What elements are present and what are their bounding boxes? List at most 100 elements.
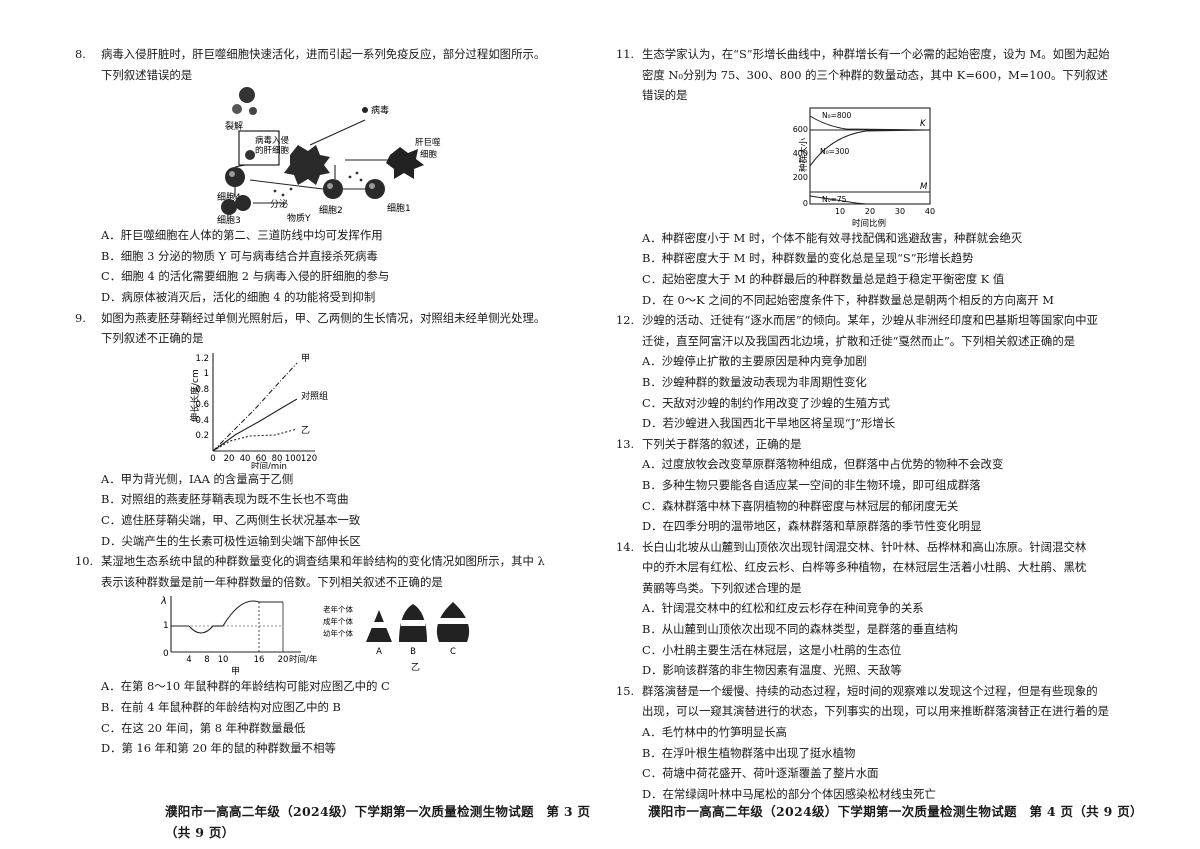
question-number: 11.: [616, 47, 635, 61]
option-b: B．从山麓到山顶依次出现不同的森林类型，是群落的垂直结构: [642, 622, 958, 637]
flow-arrows: [234, 119, 390, 204]
question-9: 9.如图为燕麦胚芽鞘经过单侧光照射后，甲、乙两侧的生长情况，对照组未经单侧光处理…: [75, 308, 575, 552]
question-number: 14.: [616, 539, 635, 554]
question-stem-cont: 黄鹂等鸟类。下列叙述合理的是: [642, 580, 802, 595]
y-tick: 0.2: [195, 431, 209, 441]
series-n800-line: [809, 115, 931, 131]
series-yi-label: 乙: [301, 425, 310, 436]
option-c: C．在这 20 年间，第 8 年种群数量最低: [101, 720, 306, 735]
y-tick: 400: [793, 149, 808, 158]
option-c: C．起始密度大于 M 的种群最后的种群数量总是趋于稳定平衡密度 K 值: [642, 271, 1005, 286]
question-stem-cont: 表示该种群数量是前一年种群数量的倍数。下列相关叙述不正确的是: [101, 574, 443, 589]
chart-jia-caption: 甲: [231, 666, 240, 676]
old-label: 老年个体: [323, 604, 353, 614]
y-ticks: 1.2 1 0.8 0.6 0.4 0.2: [195, 354, 209, 441]
question-12: 12.沙蝗的活动、迁徙有“逐水而居”的倾向。某年，沙蝗从非洲经印度和巴基斯坦等国…: [616, 310, 1116, 434]
pyramid-c: [436, 602, 470, 643]
infected-liver-cell-icon: [238, 130, 280, 166]
lambda-label: λ: [161, 596, 167, 607]
young-label: 幼年个体: [323, 628, 353, 638]
question-stem: 病毒入侵肝脏时，肝巨噬细胞快速活化，进而引起一系列免疫反应，部分过程如图所示。: [101, 47, 546, 61]
option-a: A．种群密度小于 M 时，个体不能有效寻找配偶和逃避敌害，种群就会绝灭: [642, 230, 1023, 245]
option-b: B．沙蝗种群的数量波动表现为非周期性变化: [642, 374, 867, 389]
lambda-rise: [222, 600, 260, 627]
question-10: 10.某湿地生态系统中鼠的种群数量变化的调查结果和年龄结构的变化情况如图所示，其…: [75, 551, 575, 759]
pyramid-a: [366, 610, 392, 643]
left-page: 8. 病毒入侵肝脏时，肝巨噬细胞快速活化，进而引起一系列免疫反应，部分过程如图所示…: [75, 47, 591, 840]
series-n800-label: N₀=800: [822, 111, 851, 120]
x-tick: 40: [240, 454, 251, 464]
y-tick: 600: [793, 125, 808, 134]
question-stem-cont: 出现，可以一窥其演替进行的状态，下列事实的出现，可以用来推断群落演替正在进行着的…: [642, 704, 1110, 719]
kupffer-label-1: 肝巨噬: [415, 137, 441, 148]
lambda-x-ticks: 4 8 10 16 20: [186, 655, 288, 665]
immune-diagram: 裂解 病毒入侵 的肝细胞 病毒: [217, 87, 441, 226]
x-tick: 10: [218, 655, 229, 665]
lysis-label: 裂解: [225, 120, 243, 132]
kupffer-cell-icon: [386, 147, 424, 180]
lambda-zero: 0: [163, 649, 169, 659]
y-axis-label: 种群大小: [798, 137, 809, 172]
secrete-label: 分泌: [270, 198, 288, 210]
x-tick: 20: [865, 207, 875, 216]
y-axis-label: 伸长长度/cm: [189, 369, 201, 422]
cell-2-label: 细胞2: [319, 204, 343, 216]
series-jia-line: [212, 362, 298, 452]
option-c: C．天敌对沙蝗的制约作用改变了沙蝗的生殖方式: [642, 395, 890, 410]
option-c: C．小杜鹃主要生活在林冠层，这是小杜鹃的生态位: [642, 642, 902, 657]
option-a: A．过度放牧会改变草原群落物种组成，但群落中占优势的物种不会改变: [642, 457, 1004, 472]
option-d: D．在 0～K 之间的不同起始密度条件下，种群数量总是朝两个相反的方向离开 M: [642, 292, 1054, 307]
immune-response-figure: 裂解 病毒入侵 的肝细胞 病毒: [215, 85, 455, 226]
series-n300-line: [809, 129, 931, 167]
lambda-one: 1: [163, 621, 169, 631]
option-a: A．毛竹林中的竹笋明显长高: [642, 725, 787, 740]
pyramid-b: [399, 604, 427, 643]
question-11: 11. 生态学家认为，在“S”形增长曲线中，种群增长有一个必需的起始密度，设为 M…: [616, 44, 1116, 310]
question-number: 15.: [616, 683, 635, 698]
question-stem: 生态学家认为，在“S”形增长曲线中，种群增长有一个必需的起始密度，设为 M。如图…: [642, 47, 1110, 61]
y-tick: 1: [204, 369, 209, 379]
option-d: D．若沙蝗进入我国西北干旱地区将呈现“J”形增长: [642, 416, 896, 431]
question-number: 13.: [616, 436, 635, 451]
y-tick: 0.8: [195, 385, 209, 395]
y-tick: 0.4: [195, 416, 209, 426]
option-d: D．在四季分明的温带地区，森林群落和草原群落的季节性变化明显: [642, 519, 982, 534]
question-stem: 群落演替是一个缓慢、持续的动态过程，短时间的观察难以发现这个过程，但是有些现象的: [642, 683, 1098, 698]
option-b: B．种群密度大于 M 时，种群数量的变化总是呈现“S”形增长趋势: [642, 251, 974, 266]
footer-page-number: 第 3 页（共 9 页）: [165, 804, 591, 840]
x-ticks: 10 20 30 40: [835, 207, 935, 216]
option-c: C．森林群落中林下喜阴植物的种群密度与林冠层的郁闭度无关: [642, 498, 959, 513]
chart-yi-caption: 乙: [411, 662, 420, 673]
question-stem: 下列关于群落的叙述，正确的是: [642, 436, 802, 451]
substance-y-label: 物质Y: [287, 212, 311, 224]
option-a: A．甲为背光侧，IAA 的含量高于乙侧: [101, 471, 294, 486]
virus-icon: [362, 107, 368, 114]
x-tick: 4: [186, 655, 191, 665]
page-footer: 濮阳市一高高二年级（2024级）下学期第一次质量检测生物试题 第 4 页（共 9…: [648, 802, 1151, 823]
particle-dots: [273, 171, 363, 197]
series-control-line: [212, 398, 298, 452]
x-tick: 30: [895, 207, 905, 216]
adult-label: 成年个体: [323, 616, 353, 626]
x-tick: 0: [210, 454, 215, 464]
m-label: M: [920, 182, 928, 192]
series-n75-line: [809, 195, 867, 205]
option-a: A．沙蝗停止扩散的主要原因是种内竞争加剧: [642, 354, 867, 369]
question-13: 13. 下列关于群落的叙述，正确的是 A．过度放牧会改变草原群落物种组成，但群落中…: [616, 434, 1116, 537]
option-d: D．影响该群落的非生物因素有温度、光照、天敌等: [642, 663, 902, 678]
question-14: 14.长白山北坡从山麓到山顶依次出现针阔混交林、针叶林、岳桦林和高山冻原。针阔混…: [616, 537, 1116, 681]
x-axis-label: 时间/min: [251, 461, 287, 469]
population-figure: λ 1 0 4 8 10: [160, 592, 561, 677]
question-number: 12.: [616, 313, 635, 328]
question-15: 15. 群落演替是一个缓慢、持续的动态过程，短时间的观察难以发现这个过程，但是有些…: [616, 681, 1116, 805]
macrophage-icon: [284, 145, 330, 186]
cell-3-label: 细胞3: [217, 214, 241, 225]
pyramid-a-label: A: [376, 647, 382, 657]
lambda-chart-svg: λ 1 0 4 8 10: [160, 596, 470, 677]
cell-4-icon: [225, 167, 245, 188]
question-number: 8.: [75, 47, 86, 61]
option-a: A．肝巨噬细胞在人体的第二、三道防线中均可发挥作用: [101, 228, 383, 243]
option-b: B．在浮叶根生植物群落中出现了挺水植物: [642, 745, 856, 760]
x-tick: 16: [254, 655, 265, 665]
option-b: B．对照组的燕麦胚芽鞘表现为既不生长也不弯曲: [101, 492, 349, 507]
